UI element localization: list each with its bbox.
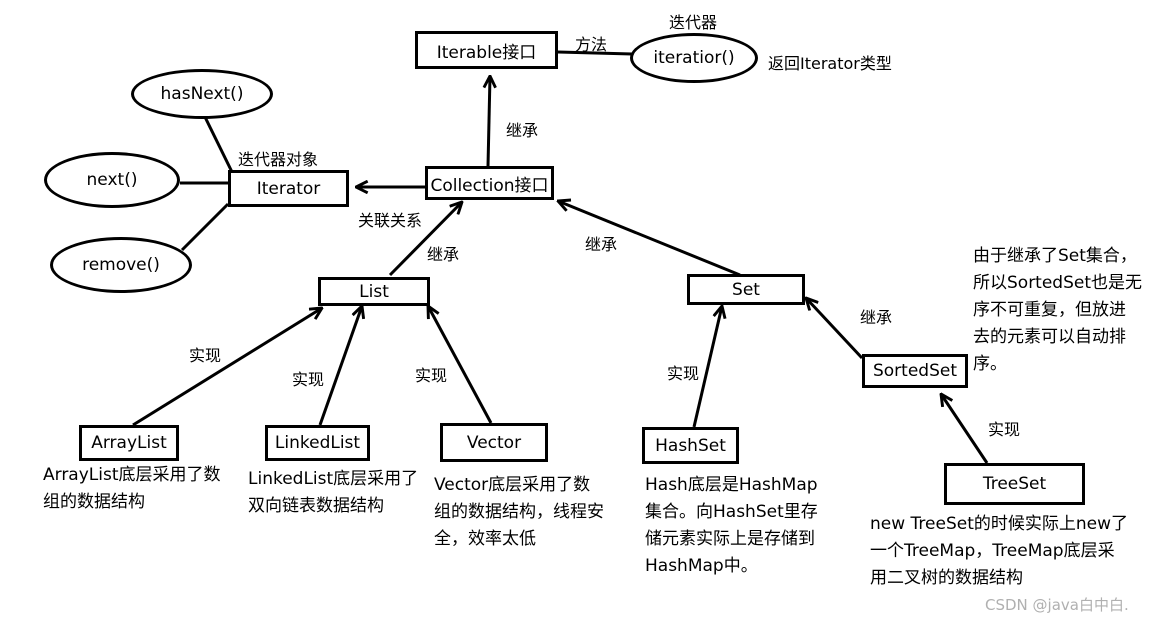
treeset-box: TreeSet [944, 463, 1085, 505]
association-label: 关联关系 [358, 211, 423, 230]
implement-label-arraylist: 实现 [189, 346, 222, 365]
line-iterator-remove [180, 202, 230, 252]
arrow-set-collection [558, 201, 741, 277]
line-iterable-method [557, 50, 633, 56]
iterator-object-label: 迭代器对象 [238, 150, 319, 169]
returns-label: 返回Iterator类型 [768, 54, 892, 73]
iterator-box: Iterator [228, 170, 349, 207]
vector-box: Vector [440, 423, 548, 462]
vector-note: Vector底层采用了数 组的数据结构，线程安 全，效率太低 [434, 475, 604, 549]
arrow-list-collection [388, 202, 462, 277]
arraylist-box: ArrayList [79, 425, 179, 461]
arrow-linkedlist-list [318, 306, 362, 426]
list-box: List [318, 277, 430, 306]
hashset-note: Hash底层是HashMap 集合。向HashSet里存 储元素实际上是存储到 … [645, 475, 818, 576]
treeset-note: new TreeSet的时候实际上new了 一个TreeMap，TreeMap底… [870, 514, 1129, 588]
arrow-vector-list [428, 306, 493, 424]
iterable-interface-box: Iterable接口 [415, 31, 558, 69]
collection-interface-box: Collection接口 [425, 166, 554, 200]
method-label: 方法 [575, 35, 608, 54]
arrow-sortedset-set [806, 298, 864, 360]
implement-label-vector: 实现 [415, 366, 448, 385]
inherit-label-sortedset: 继承 [860, 308, 893, 327]
arrow-collection-iterable [488, 76, 490, 167]
implement-label-hashset: 实现 [667, 364, 700, 383]
iterator-method-ellipse: iteratior() [630, 33, 758, 83]
inherit-label-list: 继承 [427, 245, 460, 264]
remove-ellipse: remove() [50, 237, 192, 293]
arrow-treeset-sortedset [941, 394, 989, 464]
sortedset-box: SortedSet [862, 354, 968, 388]
linkedlist-note: LinkedList底层采用了 双向链表数据结构 [248, 469, 419, 516]
implement-label-treeset: 实现 [988, 420, 1021, 439]
inherit-label-set: 继承 [585, 235, 618, 254]
inherit-label-collection: 继承 [506, 121, 539, 140]
csdn-watermark: CSDN @java白中白. [985, 596, 1129, 614]
sortedset-note: 由于继承了Set集合， 所以SortedSet也是无 序不可重复，但放进 去的元… [973, 246, 1143, 374]
iterator-caption-label: 迭代器 [669, 13, 718, 32]
arraylist-note: ArrayList底层采用了数 组的数据结构 [43, 465, 221, 512]
hasnext-ellipse: hasNext() [131, 69, 273, 119]
arrow-hashset-set [692, 306, 722, 428]
arrow-arraylist-list [132, 308, 322, 427]
line-iterator-hasnext [203, 116, 234, 173]
set-box: Set [687, 274, 805, 305]
next-ellipse: next() [44, 152, 180, 208]
implement-label-linkedlist: 实现 [292, 370, 325, 389]
linkedlist-box: LinkedList [265, 425, 370, 461]
hashset-box: HashSet [642, 427, 739, 464]
